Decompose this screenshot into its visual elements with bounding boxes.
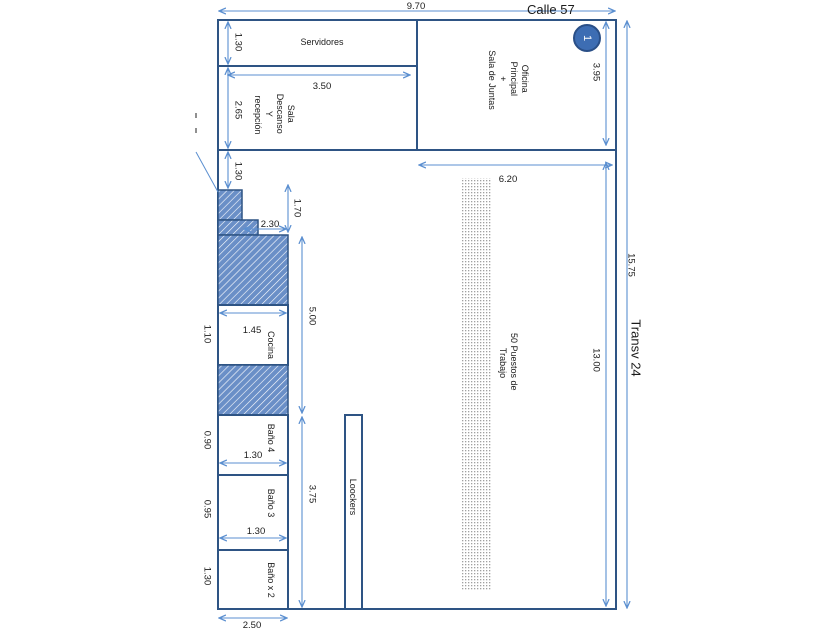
- dim-work-w: 6.20: [499, 174, 518, 185]
- dim-cocina-w: 1.45: [243, 325, 262, 336]
- puestos-label-line-2: Trabajo: [498, 348, 508, 378]
- hatched-step-medium: [217, 219, 259, 236]
- dim-step-w: 2.30: [261, 219, 280, 230]
- sala-label: Sala Descanso Y recepción: [253, 94, 296, 137]
- sala-label-line-1: Sala: [286, 105, 296, 123]
- dim-cocina-h: 1.10: [202, 325, 213, 344]
- puestos-label: 50 Puestos de Trabajo: [498, 333, 519, 393]
- dim-bano4-h: 0.90: [202, 431, 213, 450]
- banos-room: [217, 549, 289, 610]
- oficina-label-line-3: +: [498, 76, 508, 81]
- dim-block-h: 5.00: [307, 307, 318, 326]
- dim-total-height: 15.75: [626, 253, 637, 277]
- bano4-label: Baño 4: [266, 424, 276, 453]
- puestos-label-line-1: 50 Puestos de: [509, 333, 519, 391]
- cocina-label: Cocina: [266, 331, 276, 359]
- oficina-label-line-4: Sala de Juntas: [487, 50, 497, 110]
- bano3-label: Baño 3: [266, 489, 276, 518]
- dim-bottom-w: 2.50: [243, 620, 262, 630]
- lockers-unit: [344, 414, 363, 610]
- dim-bano4-w: 1.30: [244, 450, 263, 461]
- workstations-strip: [462, 178, 492, 590]
- oficina-label-line-1: Oficina: [520, 65, 530, 93]
- servidores-label: Servidores: [300, 37, 344, 47]
- marker-badge-number: 1: [581, 35, 593, 41]
- oficina-label-line-2: Principal: [509, 61, 519, 96]
- bano4-room: [217, 414, 289, 476]
- dim-sala-w: 3.50: [313, 81, 332, 92]
- hatched-step-small: [217, 189, 243, 221]
- sala-label-line-3: Y: [264, 111, 274, 117]
- callout-line: [195, 151, 219, 193]
- lockers-label: Loockers: [348, 479, 358, 516]
- dim-sala-h: 2.65: [233, 101, 244, 120]
- sala-label-line-4: recepción: [253, 95, 263, 134]
- oficina-label: Oficina Principal + Sala de Juntas: [487, 50, 530, 110]
- street-top-label: Calle 57: [527, 2, 575, 17]
- hatched-block-upper: [217, 234, 289, 306]
- dim-banos-h: 1.30: [202, 567, 213, 586]
- servidores-room: [217, 19, 418, 67]
- banos-label: Baño x 2: [266, 562, 276, 598]
- dim-step-h: 1.70: [292, 199, 303, 218]
- dim-bano3-h: 0.95: [202, 500, 213, 519]
- dim-lower-h: 3.75: [307, 485, 318, 504]
- bano3-room: [217, 474, 289, 551]
- marker-badge: [573, 24, 601, 52]
- dim-corridor-h: 1.30: [233, 162, 244, 181]
- dim-bano3-w: 1.30: [247, 526, 266, 537]
- sala-room: [217, 65, 418, 151]
- dim-work-h: 13.00: [591, 348, 602, 372]
- hatched-block-lower: [217, 364, 289, 416]
- dim-total-width: 9.70: [407, 1, 426, 12]
- dim-oficina-h: 3.95: [591, 63, 602, 82]
- dim-servidores-h: 1.30: [233, 33, 244, 52]
- street-right-label: Transv 24: [629, 319, 644, 376]
- sala-label-line-2: Descanso: [275, 94, 285, 134]
